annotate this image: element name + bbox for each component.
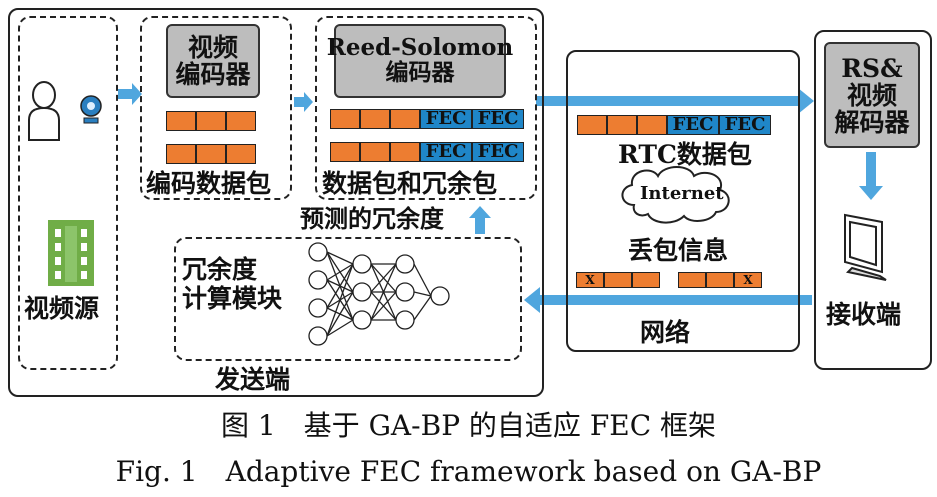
nn-edge — [370, 263, 397, 293]
nn-node — [308, 270, 328, 290]
nn-edge — [370, 291, 397, 321]
network-panel — [566, 50, 800, 352]
source-group — [18, 16, 118, 370]
person-icon — [28, 81, 60, 141]
encoder-group — [140, 16, 292, 200]
webcam-icon — [80, 95, 102, 124]
fec-tag: FEC — [667, 115, 719, 135]
predicted-redundancy-label: 预测的冗余度 — [300, 204, 444, 233]
film-strip-icon — [48, 220, 94, 286]
nn-edge — [326, 291, 354, 337]
rtc-packets-label: RTC数据包 — [618, 140, 752, 169]
nn-node — [395, 282, 415, 302]
rs-encoder-group — [315, 16, 537, 200]
arrow-feedback-to-sender — [524, 287, 812, 313]
nn-node — [352, 310, 372, 330]
loss-info-label: 丢包信息 — [628, 236, 729, 265]
arrow-rs-to-decoder — [536, 88, 814, 114]
rs-encoder-box: Reed-Solomon 编码器 — [327, 24, 513, 98]
fec-tag: FEC — [420, 142, 472, 162]
decoder-box: RS& 视频 解码器 — [824, 42, 920, 148]
nn-edge — [413, 295, 432, 321]
fec-packet: FEC FEC — [330, 142, 524, 162]
encoded-packet — [166, 144, 256, 164]
fec-packet: FEC FEC — [330, 109, 524, 129]
sender-label: 发送端 — [215, 365, 291, 394]
nn-node — [352, 282, 372, 302]
arrow-source-to-encoder — [118, 83, 142, 105]
lost-packet: X — [576, 272, 660, 288]
nn-node — [395, 254, 415, 274]
lost-mark: X — [576, 272, 604, 288]
fec-tag: FEC — [719, 115, 771, 135]
neural-network-icon — [308, 242, 450, 346]
fec-tag: FEC — [472, 109, 524, 129]
nn-node — [352, 254, 372, 274]
caption-zh: 图 1 基于 GA-BP 的自适应 FEC 框架 — [220, 409, 717, 442]
redundancy-module-label: 冗余度 计算模块 — [182, 255, 283, 313]
encoded-packets-label: 编码数据包 — [146, 169, 272, 198]
redundancy-module-group — [174, 237, 522, 361]
monitor-icon — [844, 213, 887, 281]
lost-packet: X — [678, 272, 762, 288]
nn-edge — [326, 263, 354, 337]
arrow-encoder-to-rs — [294, 92, 313, 112]
video-encoder-box: 视频 编码器 — [166, 24, 260, 98]
cloud-icon — [621, 166, 730, 224]
arrow-redundancy-up — [469, 206, 491, 234]
network-label: 网络 — [640, 318, 691, 347]
receiver-label: 接收端 — [826, 300, 902, 329]
fec-tag: FEC — [472, 142, 524, 162]
nn-edge — [326, 319, 354, 337]
nn-node — [395, 310, 415, 330]
fec-tag: FEC — [420, 109, 472, 129]
encoded-packet — [166, 111, 256, 131]
nn-edge — [413, 291, 432, 297]
internet-label: Internet — [640, 183, 724, 204]
receiver-panel — [814, 30, 932, 370]
nn-edge — [326, 263, 354, 309]
nn-edge — [326, 251, 354, 265]
nn-node — [308, 326, 328, 346]
rtc-packet: FEC FEC — [577, 115, 771, 135]
nn-node — [308, 242, 328, 262]
nn-node — [308, 298, 328, 318]
nn-edge — [370, 263, 397, 321]
arrow-decoder-to-receiver — [859, 152, 883, 200]
lost-mark: X — [734, 272, 762, 288]
caption-en: Fig. 1 Adaptive FEC framework based on G… — [115, 455, 822, 488]
nn-edge — [326, 263, 354, 281]
nn-node — [430, 286, 450, 306]
nn-edge — [413, 263, 432, 297]
source-label: 视频源 — [24, 294, 100, 323]
sender-panel — [8, 8, 544, 397]
packets-with-redundancy-label: 数据包和冗余包 — [322, 169, 498, 198]
